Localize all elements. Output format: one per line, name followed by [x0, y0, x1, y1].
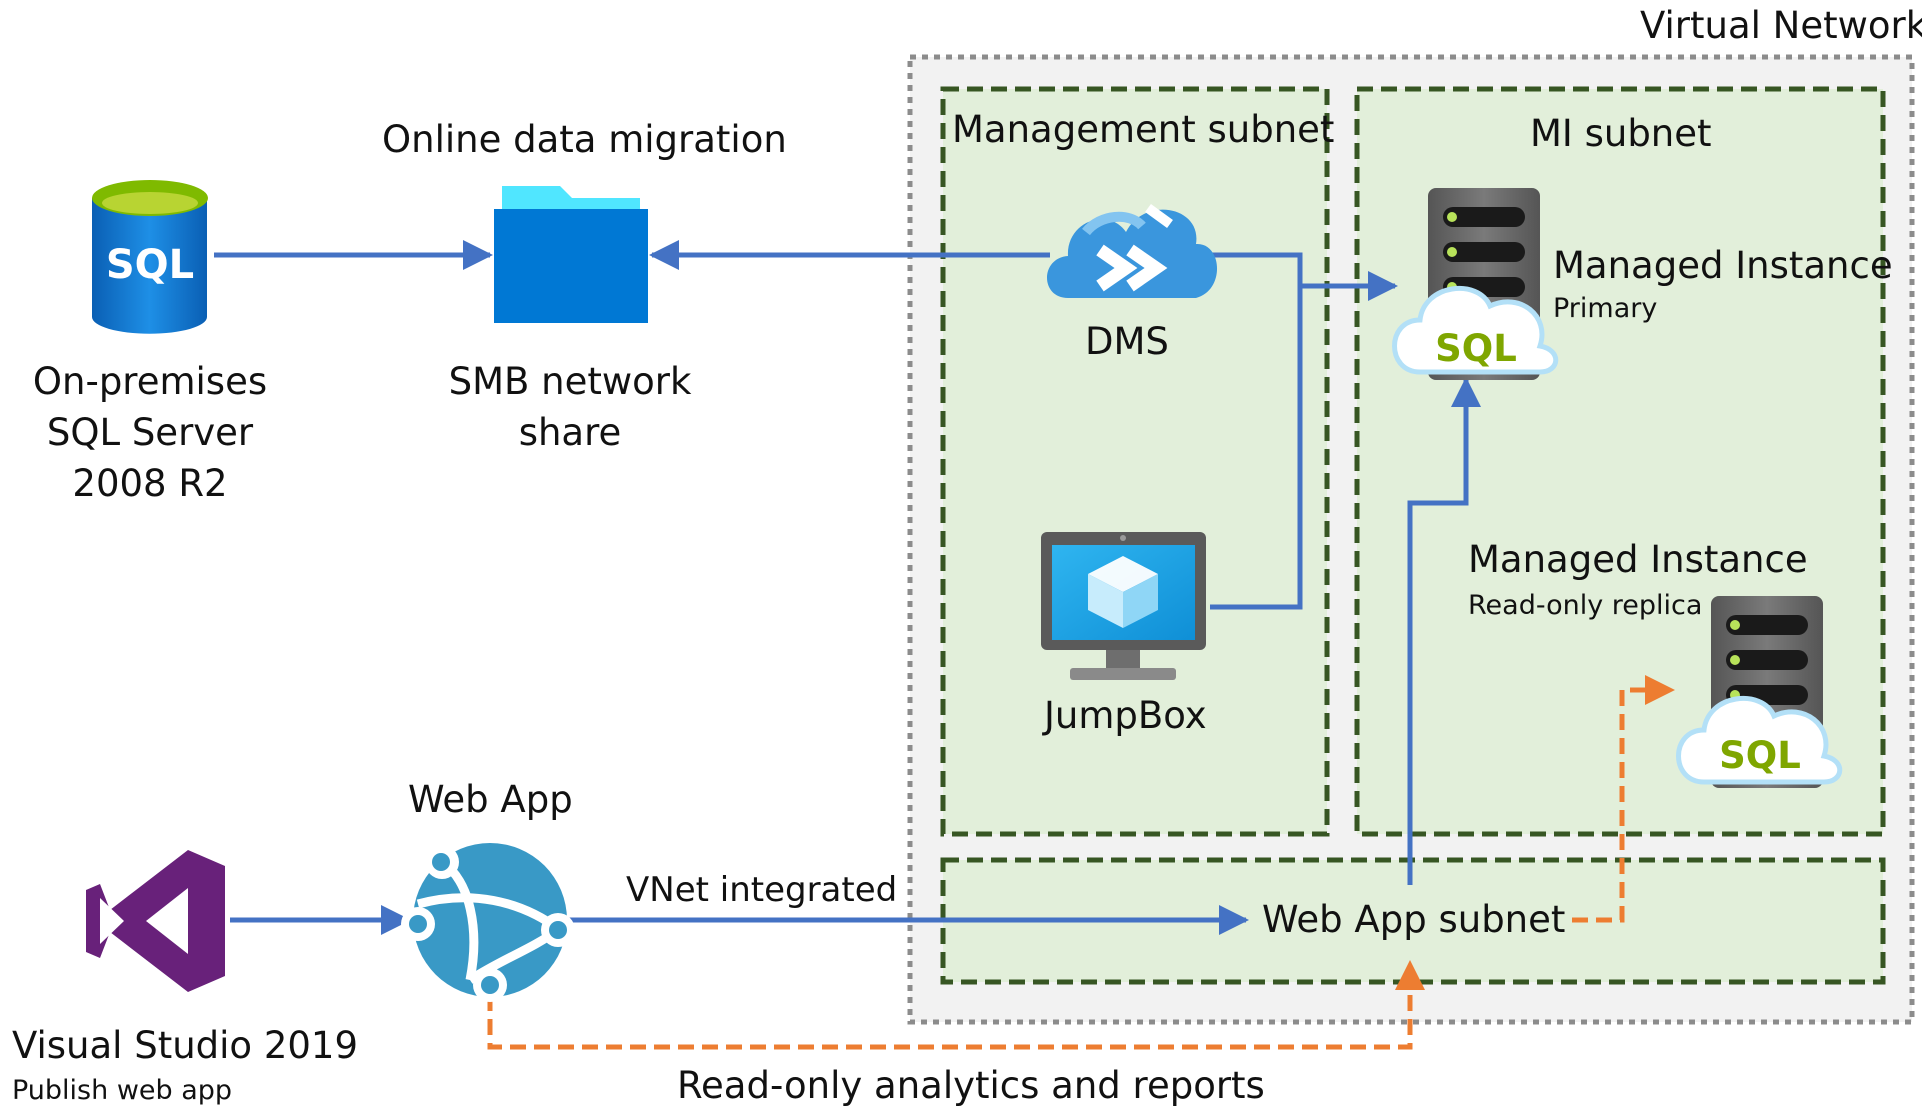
smb-title: Online data migration: [382, 118, 787, 161]
dms-label: DMS: [1085, 320, 1169, 363]
virtual-network-label: Virtual Network: [1640, 4, 1922, 47]
onprem-label-line-1: On-premises: [32, 360, 268, 403]
mi-replica-subtitle: Read-only replica: [1468, 590, 1703, 621]
mi-primary-sql-icon: SQL: [1392, 188, 1559, 380]
mi-primary-subtitle: Primary: [1553, 293, 1658, 324]
onprem-label-line-3: 2008 R2: [72, 462, 228, 505]
webapp-label: Web App: [408, 778, 573, 821]
management-subnet-box: [940, 86, 1330, 837]
vs-title: Visual Studio 2019: [12, 1024, 358, 1067]
dms-cloud-icon: [1047, 203, 1218, 298]
onprem-label: On-premises SQL Server 2008 R2: [20, 356, 280, 509]
web-app-globe-icon: [401, 843, 575, 1002]
svg-text:SQL: SQL: [1435, 327, 1517, 370]
smb-label-line-2: share: [518, 411, 622, 454]
onprem-label-line-2: SQL Server: [46, 411, 254, 454]
visual-studio-icon: [86, 850, 225, 992]
vnet-integrated-label: VNet integrated: [626, 870, 898, 910]
smb-label-line-1: SMB network: [448, 360, 692, 403]
arrow-subnet-to-mi-replica: [1572, 675, 1675, 923]
webapp-subnet-label: Web App subnet: [1262, 898, 1566, 941]
sql-database-icon: SQL: [92, 180, 208, 334]
arrow-dms-to-mi-primary: [1202, 252, 1398, 301]
mi-subnet-label: MI subnet: [1530, 112, 1712, 155]
mi-replica-title: Managed Instance: [1468, 538, 1808, 581]
jumpbox-label: JumpBox: [1044, 694, 1207, 737]
smb-label: SMB network share: [420, 356, 720, 458]
read-only-analytics-label: Read-only analytics and reports: [677, 1064, 1265, 1107]
management-subnet-label: Management subnet: [952, 108, 1335, 151]
vs-subtitle: Publish web app: [12, 1075, 233, 1106]
monitor-vm-icon: [1041, 532, 1206, 680]
folder-icon: [494, 186, 648, 323]
svg-text:SQL: SQL: [1719, 734, 1801, 777]
svg-text:SQL: SQL: [106, 242, 194, 288]
mi-primary-title: Managed Instance: [1553, 244, 1893, 287]
connector-jumpbox-to-mi: [1210, 286, 1303, 610]
arrow-webapp-subnet-to-mi-primary: [1407, 377, 1481, 885]
mi-replica-sql-icon: SQL: [1676, 596, 1843, 788]
arrow-webapp-readonly-to-subnet: [487, 960, 1425, 1050]
